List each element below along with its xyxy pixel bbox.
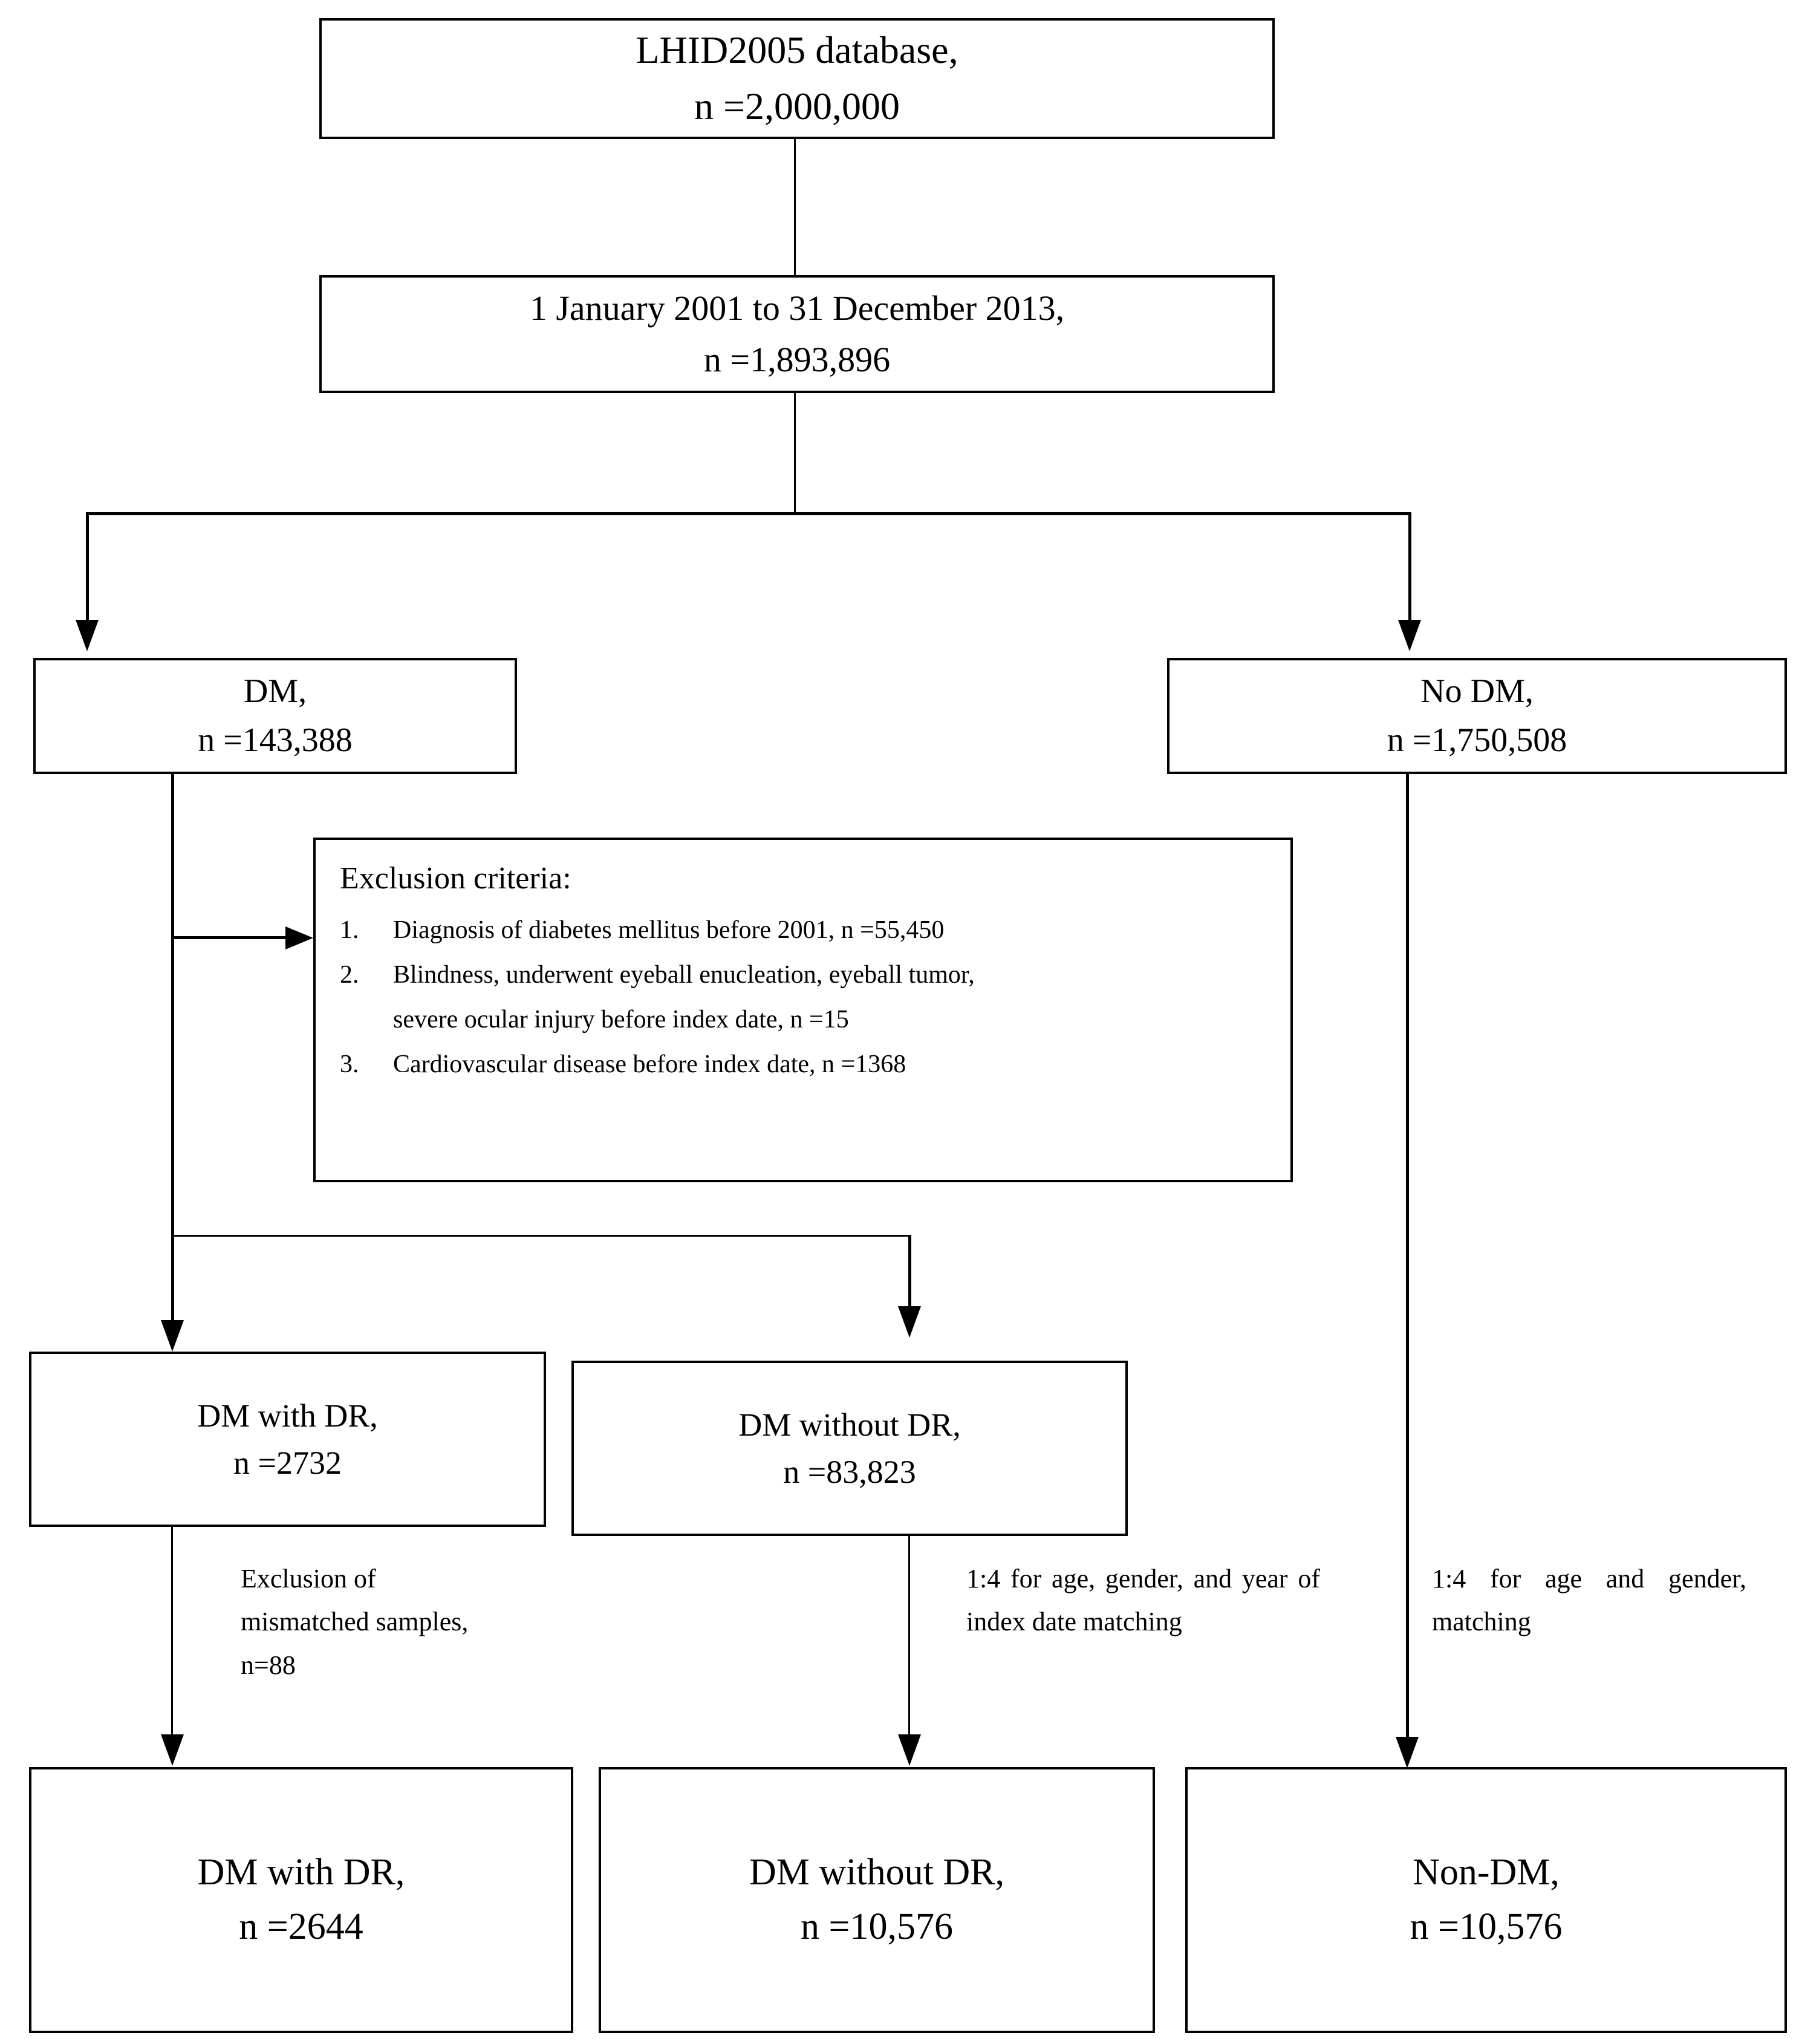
- node-lhid2005-database-line2: n =2,000,000: [694, 85, 900, 128]
- exclusion-item-number: 3.: [340, 1050, 359, 1079]
- exclusion-item-text-line1: Blindness, underwent eyeball enucleation…: [393, 961, 975, 989]
- node-final-dm-with-dr-line1: DM with DR,: [197, 1852, 405, 1893]
- annotation-mismatch-exclusion: Exclusion of mismatched samples, n=88: [241, 1564, 469, 1680]
- node-dm-without-dr-line2: n =83,823: [783, 1454, 916, 1490]
- node-dm-without-dr-line1: DM without DR,: [738, 1406, 961, 1443]
- arrowhead-to-final-dm-with-dr: [161, 1734, 184, 1766]
- connector-dm-to-dm-without-dr: [171, 1235, 910, 1237]
- connector-period-down: [794, 393, 796, 514]
- node-dm-with-dr: DM with DR, n =2732: [29, 1352, 546, 1527]
- node-final-non-dm-line2: n =10,576: [1410, 1906, 1563, 1947]
- exclusion-item-number: 1.: [340, 916, 359, 944]
- node-no-dm: No DM, n =1,750,508: [1167, 658, 1787, 774]
- annotation-matching-dm-without-dr: 1:4 for age, gender, and year of index d…: [966, 1564, 1320, 1637]
- node-dm: DM, n =143,388: [33, 658, 517, 774]
- connector-dm-without-dr-drop: [908, 1235, 911, 1307]
- connector-dm-trunk: [171, 774, 174, 1321]
- exclusion-criteria-list: 1. Diagnosis of diabetes mellitus before…: [340, 910, 1272, 1085]
- connector-dm-without-dr-to-final: [908, 1536, 910, 1736]
- exclusion-item-text: Blindness, underwent eyeball enucleation…: [393, 954, 1272, 1040]
- arrowhead-to-final-dm-without-dr: [898, 1734, 921, 1766]
- exclusion-item-text-line2: severe ocular injury before index date, …: [393, 1006, 849, 1034]
- node-final-dm-with-dr-line2: n =2644: [239, 1906, 363, 1947]
- connector-split-horizontal: [86, 512, 1411, 515]
- connector-dm-to-exclusion: [171, 936, 289, 939]
- exclusion-criteria-item: 3. Cardiovascular disease before index d…: [340, 1044, 1272, 1085]
- connector-no-dm-to-final-non-dm: [1406, 774, 1409, 1742]
- node-no-dm-line1: No DM,: [1420, 672, 1534, 710]
- exclusion-item-number: 2.: [340, 961, 359, 989]
- node-dm-without-dr: DM without DR, n =83,823: [571, 1361, 1128, 1536]
- exclusion-item-text: Cardiovascular disease before index date…: [393, 1050, 906, 1079]
- node-final-non-dm-line1: Non-DM,: [1413, 1852, 1560, 1893]
- connector-split-to-dm: [86, 512, 89, 621]
- arrowhead-to-dm-with-dr: [161, 1320, 184, 1352]
- node-study-period-line2: n =1,893,896: [703, 339, 891, 379]
- node-dm-line2: n =143,388: [198, 721, 353, 759]
- arrowhead-to-dm: [76, 620, 99, 651]
- node-lhid2005-database-line1: LHID2005 database,: [636, 28, 958, 72]
- node-final-dm-without-dr: DM without DR, n =10,576: [599, 1767, 1155, 2033]
- node-study-period-line1: 1 January 2001 to 31 December 2013,: [529, 288, 1065, 328]
- node-dm-with-dr-line2: n =2732: [233, 1445, 342, 1481]
- arrowhead-to-dm-without-dr: [898, 1306, 921, 1338]
- node-final-dm-without-dr-line1: DM without DR,: [749, 1852, 1004, 1893]
- node-dm-line1: DM,: [243, 672, 307, 710]
- exclusion-criteria-item: 2. Blindness, underwent eyeball enucleat…: [340, 954, 1272, 1040]
- node-exclusion-criteria: Exclusion criteria: 1. Diagnosis of diab…: [313, 838, 1293, 1182]
- node-final-non-dm: Non-DM, n =10,576: [1185, 1767, 1787, 2033]
- annotation-matching-non-dm: 1:4 for age and gender, matching: [1432, 1564, 1746, 1637]
- exclusion-item-text: Diagnosis of diabetes mellitus before 20…: [393, 916, 945, 944]
- exclusion-criteria-title: Exclusion criteria:: [340, 861, 571, 896]
- node-final-dm-with-dr: DM with DR, n =2644: [29, 1767, 573, 2033]
- arrowhead-to-final-non-dm: [1396, 1737, 1419, 1768]
- connector-source-to-period: [794, 139, 796, 275]
- connector-dm-with-dr-to-final: [171, 1527, 173, 1736]
- node-study-period: 1 January 2001 to 31 December 2013, n =1…: [319, 275, 1275, 393]
- connector-split-to-no-dm: [1408, 512, 1411, 621]
- exclusion-criteria-item: 1. Diagnosis of diabetes mellitus before…: [340, 910, 1272, 951]
- node-final-dm-without-dr-line2: n =10,576: [801, 1906, 953, 1947]
- arrowhead-to-exclusion-criteria: [285, 926, 313, 949]
- node-dm-with-dr-line1: DM with DR,: [197, 1397, 378, 1434]
- node-lhid2005-database: LHID2005 database, n =2,000,000: [319, 18, 1275, 139]
- node-no-dm-line2: n =1,750,508: [1387, 721, 1567, 759]
- arrowhead-to-no-dm: [1398, 620, 1421, 651]
